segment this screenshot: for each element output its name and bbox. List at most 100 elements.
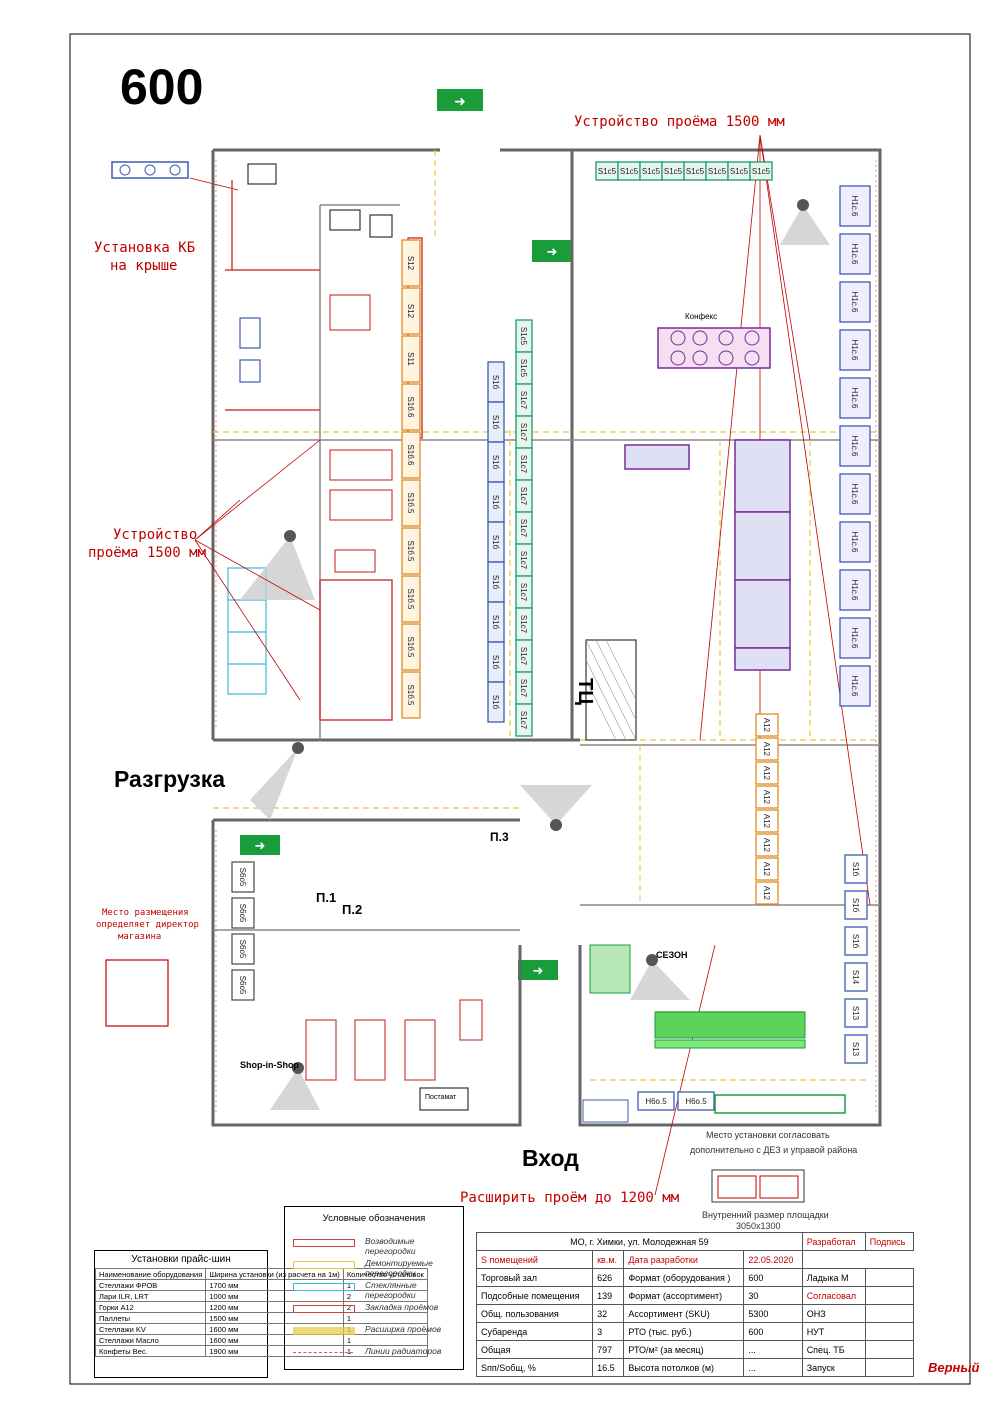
shelf-body: [487, 681, 505, 723]
price-rails-header: Наименование оборудования: [94, 1268, 207, 1280]
entrance-label: Вход: [522, 1145, 579, 1171]
shelf-body: [749, 161, 773, 181]
shelf-label: A12: [762, 766, 771, 781]
signature-cell: [864, 1304, 915, 1323]
shelf-unit: S1б.5: [401, 623, 421, 671]
shelf-unit: H1c.6: [839, 233, 871, 275]
shelf-label: S1б: [491, 655, 500, 670]
zone-p3: П.3: [490, 830, 509, 844]
price-rail-cell: Стеллажи Масло: [94, 1334, 207, 1346]
freezer-island: [624, 439, 791, 671]
shelf-unit: S1б: [487, 441, 505, 483]
shelf-label: S1c5: [664, 167, 683, 176]
shelf-label: S13: [851, 1042, 860, 1057]
shelf-label: H1c.6: [850, 676, 859, 697]
opening-note-top: Устройство проёма 1500 мм: [574, 114, 785, 130]
info-table-cell: РТО (тыс. руб.): [623, 1322, 745, 1341]
shelf-unit: S1б: [844, 854, 868, 884]
shelf-body: [231, 933, 255, 965]
tu-zone: [585, 639, 637, 741]
shelf-label: S1c7: [519, 519, 528, 538]
shelf-label: S6o5: [238, 904, 247, 923]
zone-p2: П.2: [342, 902, 363, 917]
info-table-cell: Ладыка М: [801, 1268, 866, 1287]
shelf-label: S1б: [491, 695, 500, 710]
legend-swatch: [293, 1261, 355, 1269]
shelf-body: [401, 623, 421, 671]
director-note-line3: магазина: [118, 932, 162, 942]
exit-sign-icon: ➜: [518, 960, 558, 980]
shelf-unit: S6o5: [231, 861, 255, 893]
shelf-label: H1c.6: [850, 532, 859, 553]
shelf-body: [231, 897, 255, 929]
info-table-cell: 139: [592, 1286, 625, 1305]
shelf-unit: A12: [755, 857, 779, 881]
shelf-unit: S1б: [487, 641, 505, 683]
camera-icon: [240, 530, 315, 600]
info-table-cell: 30: [743, 1286, 803, 1305]
opening-note-left-line1: Устройство: [113, 527, 198, 543]
shelf-unit: S1c5: [749, 161, 773, 181]
info-table-cell: кв.м.: [592, 1250, 625, 1269]
shelf-label: S1б.5: [406, 492, 415, 514]
shelf-body: [401, 527, 421, 575]
price-rail-cell: 1: [342, 1345, 428, 1357]
shelf-label: S1б.6: [406, 396, 415, 418]
shelf-unit: S14: [844, 962, 868, 992]
shelf-unit: S12: [401, 287, 421, 335]
shelf-body: [677, 1091, 715, 1111]
legend-swatch: [293, 1327, 355, 1335]
shelf-label: H1c.6: [850, 436, 859, 457]
svg-text:➜: ➜: [547, 245, 558, 260]
shelf-label: H1c.6: [850, 484, 859, 505]
shelf-label: S1c7: [519, 679, 528, 698]
shelf-unit: H1c.6: [839, 377, 871, 419]
info-table-cell: S помещений: [475, 1250, 594, 1269]
shelf-label: S1б: [491, 495, 500, 510]
shelf-unit: S1c7: [515, 575, 533, 609]
exit-sign-icon: ➜: [240, 835, 280, 855]
shelf-body: [401, 335, 421, 383]
shelf-body: [401, 671, 421, 719]
shelf-unit: S1c7: [515, 479, 533, 513]
shelf-unit: H1c.6: [839, 569, 871, 611]
exit-sign-icon: ➜: [437, 89, 483, 111]
shelf-body: [839, 569, 871, 611]
shelf-label: H1c.6: [850, 292, 859, 313]
shelf-label: S1c5: [752, 167, 771, 176]
signature-cell: [864, 1340, 915, 1359]
shelf-unit: S1б: [487, 601, 505, 643]
zone-p1: П.1: [316, 890, 337, 905]
shelf-body: [839, 665, 871, 707]
shelf-label: A12: [762, 718, 771, 733]
info-table-cell: Субаренда: [475, 1322, 594, 1341]
shelf-label: H1c.6: [850, 196, 859, 217]
info-table-cell: 5300: [743, 1304, 803, 1323]
shelf-unit: H1c.6: [839, 329, 871, 371]
info-table-cell: 797: [592, 1340, 625, 1359]
info-table-cell: 22.05.2020: [743, 1250, 803, 1269]
shelf-body: [755, 737, 779, 761]
shelf-label: S1c7: [519, 583, 528, 602]
svg-text:➜: ➜: [255, 839, 266, 854]
shelf-body: [755, 833, 779, 857]
shelf-body: [755, 809, 779, 833]
shelf-unit: S1c5: [705, 161, 729, 181]
install-note-line1: Место установки согласовать: [706, 1130, 830, 1140]
svg-text:➜: ➜: [454, 94, 466, 110]
info-table-cell: Sпп/Sобщ, %: [475, 1358, 594, 1377]
shelf-label: S1c7: [519, 391, 528, 410]
price-rails-title: Установки прайс-шин: [131, 1254, 231, 1265]
shelf-body: [839, 521, 871, 563]
shelf-label: S1c5: [686, 167, 705, 176]
shelf-unit: S13: [844, 998, 868, 1028]
shelf-label: S1c5: [598, 167, 617, 176]
shelf-unit: H1c.6: [839, 521, 871, 563]
info-table-cell: Высота потолков (м): [623, 1358, 745, 1377]
